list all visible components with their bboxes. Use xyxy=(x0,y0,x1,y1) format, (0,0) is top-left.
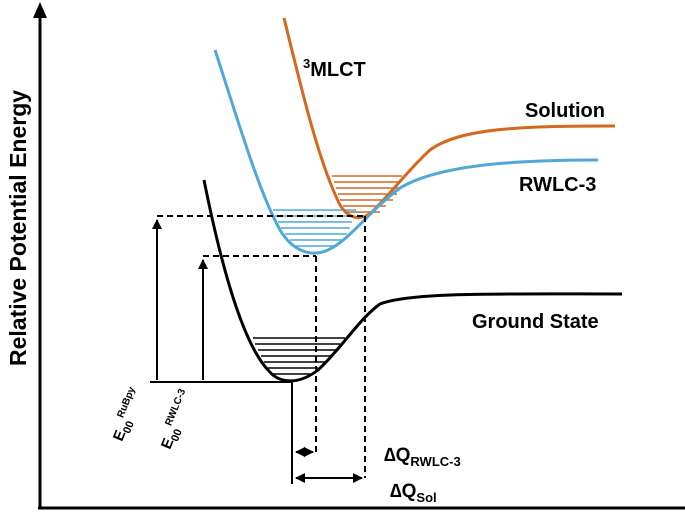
dq-rwlc-label: ∆QRWLC-3 xyxy=(384,445,461,469)
rwlc-label: RWLC-3 xyxy=(519,174,596,196)
e00-rwlc-sub: 00 xyxy=(169,427,185,443)
y-axis-label: Relative Potential Energy xyxy=(5,90,31,366)
ground-vibrational-levels xyxy=(253,337,345,375)
e00-rwlc-label: E00RWLC-3 xyxy=(155,387,199,453)
dq-sol-main: ∆Q xyxy=(390,481,416,502)
dq-rwlc-sub: RWLC-3 xyxy=(410,454,460,469)
dq-rwlc-main: ∆Q xyxy=(384,445,410,466)
e00-rubpy-sup: RuBpy xyxy=(116,385,138,419)
rwlc-curve xyxy=(213,49,599,255)
dq-sol-sub: Sol xyxy=(416,490,436,505)
e00-rubpy-label: E00RuBpy xyxy=(107,385,149,445)
mlct-vibrational-levels xyxy=(332,175,402,213)
dashed-guides xyxy=(157,215,366,478)
dq-sol-label: ∆QSol xyxy=(390,481,437,505)
mlct-label-sup: 3 xyxy=(303,56,310,71)
ground-state-curve xyxy=(202,179,623,383)
ground-state-label: Ground State xyxy=(472,311,599,333)
y-axis-arrow-icon xyxy=(33,2,47,18)
mlct-label-main: MLCT xyxy=(310,59,366,81)
e00-rwlc-sup: RWLC-3 xyxy=(164,387,189,427)
solution-label: Solution xyxy=(525,100,605,122)
mlct-label: 3MLCT xyxy=(303,56,366,81)
e00-rubpy-sub: 00 xyxy=(121,419,137,435)
